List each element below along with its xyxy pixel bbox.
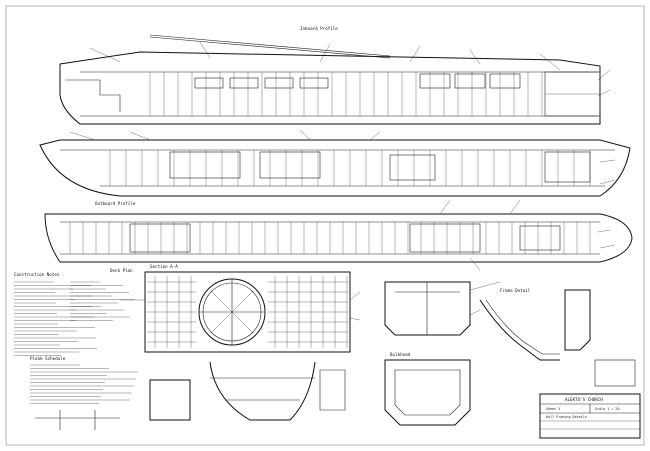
leader-line [409, 45, 421, 63]
sheet-border [5, 5, 645, 446]
leader-line [597, 89, 611, 97]
title-name: ALEKTO'S CHURCH [565, 397, 603, 402]
view-title-outboard: Outboard Profile [95, 201, 136, 206]
section-view: Section A-A [144, 264, 351, 353]
leader-line [349, 291, 361, 301]
outboard-profile-view: Outboard Profile [39, 139, 631, 206]
leader-line [599, 179, 616, 185]
notes2-heading: Plank Schedule [30, 356, 66, 361]
bulkhead-view: Bulkhead [384, 281, 471, 426]
leader-line [597, 69, 611, 81]
deck-plan-view: Deck Plan [44, 213, 633, 273]
leader-line [369, 131, 381, 141]
leader-line [129, 131, 151, 141]
inboard-profile-view: Inboard Profile [59, 26, 601, 125]
construction-notes: Construction Notes [14, 272, 135, 356]
leader-line [469, 257, 481, 271]
leader-line [597, 229, 611, 233]
leader-line [199, 41, 211, 59]
title-ref: Hull Framing Details [546, 415, 587, 419]
view-title-plan: Deck Plan [110, 268, 133, 273]
leader-line [469, 281, 501, 291]
title-sheet: Sheet 1 [546, 407, 560, 411]
title-scale: Scale 1 : 20 [595, 407, 620, 411]
view-title-detail: Frame Detail [500, 288, 531, 293]
plank-schedule: Plank Schedule [30, 356, 138, 430]
frame-detail-view: Frame Detail [479, 288, 636, 387]
leader-line [319, 43, 331, 63]
leader-line [299, 129, 311, 141]
leader-line [89, 47, 121, 63]
leader-line [349, 317, 361, 321]
leader-line [539, 53, 561, 71]
leader-line [469, 309, 481, 316]
view-title-bulkhead: Bulkhead [390, 352, 411, 357]
view-title-section: Section A-A [150, 264, 178, 269]
annotation-leaders [69, 41, 616, 321]
notes-heading: Construction Notes [14, 272, 60, 277]
leader-line [509, 199, 521, 215]
leader-line [439, 199, 451, 215]
leader-line [469, 49, 481, 65]
leader-line [69, 131, 96, 141]
leader-line [599, 159, 616, 163]
title-block: ALEKTO'S CHURCH Sheet 1 Scale 1 : 20 Hul… [539, 393, 641, 439]
view-title-inboard: Inboard Profile [300, 26, 338, 31]
hull-sections [149, 361, 346, 421]
leader-line [599, 244, 616, 249]
